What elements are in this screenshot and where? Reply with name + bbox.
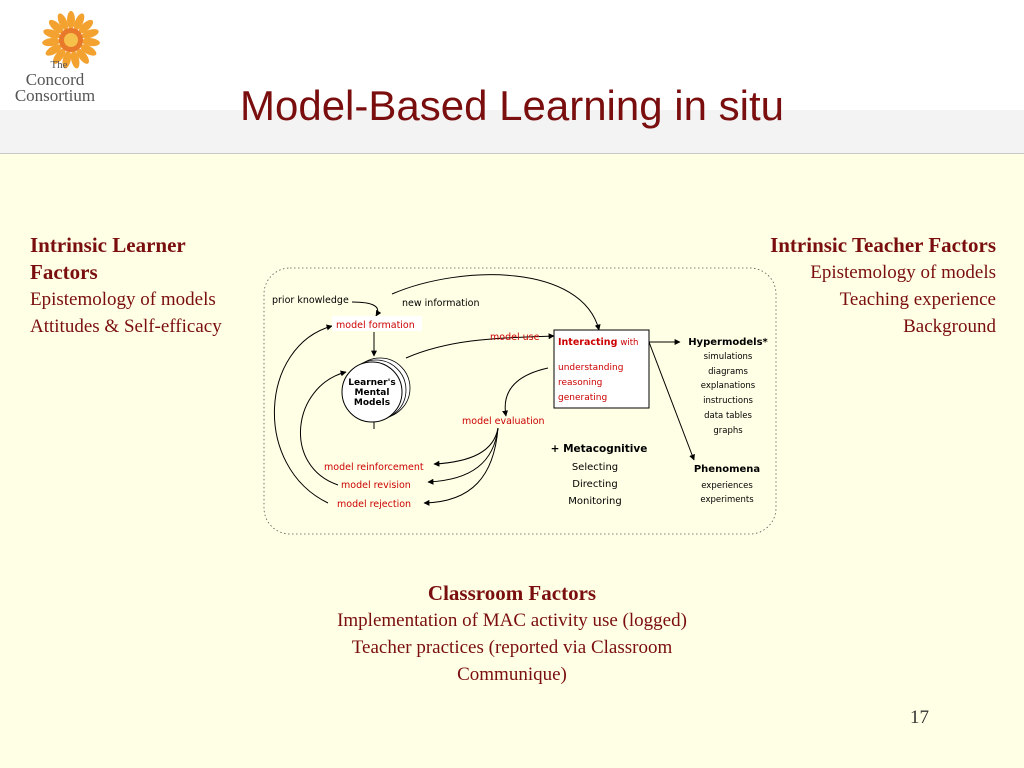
concord-consortium-logo-icon <box>42 11 100 69</box>
slide-title-text: Model-Based Learning in situ <box>240 82 784 129</box>
interacting-box <box>553 329 650 409</box>
slide-title: Model-Based Learning in situ <box>0 82 1024 130</box>
diagram-arrows <box>273 274 695 506</box>
phenomena-item: experiences <box>701 481 753 491</box>
model-formation-box <box>332 316 422 331</box>
model-formation-label: model formation <box>336 320 415 331</box>
model-revision-label: model revision <box>341 480 411 491</box>
model-use-label: model use <box>490 332 540 343</box>
hypermodels-item: simulations <box>704 352 753 362</box>
metacognitive-item: Selecting <box>572 462 618 473</box>
hypermodels-item: diagrams <box>708 367 748 377</box>
model-evaluation-label: model evaluation <box>462 416 545 427</box>
interacting-label: Interacting <box>558 337 617 348</box>
teacher-factor-item: Epistemology of models <box>810 262 996 283</box>
header-divider <box>0 153 1024 154</box>
hypermodels-item: data tables <box>704 411 752 421</box>
hypermodels-item: instructions <box>703 396 753 406</box>
teacher-factors-heading: Intrinsic Teacher Factors <box>770 233 996 257</box>
interacting-item: understanding <box>558 363 623 373</box>
classroom-factors-block: Classroom Factors Implementation of MAC … <box>290 580 734 688</box>
teacher-factor-item: Background <box>903 316 996 337</box>
teacher-factors-block: Intrinsic Teacher Factors Epistemology o… <box>696 232 996 340</box>
interacting-item: generating <box>558 393 607 403</box>
learner-factor-item: Attitudes & Self-efficacy <box>30 316 222 337</box>
new-information-label: new information <box>402 298 479 309</box>
learner-factors-block: Intrinsic Learner Factors Epistemology o… <box>30 232 270 340</box>
learners-mental-models-node <box>341 357 411 423</box>
logo-text-concord: Concord <box>25 70 85 89</box>
hypermodels-label: Hypermodels* <box>688 337 768 348</box>
interacting-with-label: with <box>620 338 638 348</box>
model-rejection-label: model rejection <box>337 499 411 510</box>
logo-text-consortium: Consortium <box>14 86 96 105</box>
classroom-factor-item: Communique) <box>457 664 567 685</box>
mental-models-text: Models <box>354 398 390 408</box>
hypermodels-item: graphs <box>713 426 743 436</box>
content-area <box>0 154 1024 768</box>
metacognitive-label: + Metacognitive <box>551 443 648 455</box>
classroom-factors-heading: Classroom Factors <box>427 581 597 605</box>
phenomena-label: Phenomena <box>694 464 760 475</box>
learner-factor-item: Epistemology of models <box>30 289 216 310</box>
hypermodels-item: explanations <box>701 381 756 391</box>
learner-factors-heading-line1: Intrinsic Learner <box>30 233 186 257</box>
page-number: 17 <box>910 707 929 728</box>
learner-factors-heading-line2: Factors <box>30 260 98 284</box>
model-reinforcement-label: model reinforcement <box>324 462 424 473</box>
mental-models-text: Mental <box>355 388 390 398</box>
interacting-heading: Interacting with <box>558 337 638 348</box>
interacting-item: reasoning <box>558 378 602 388</box>
teacher-factor-item: Teaching experience <box>839 289 996 310</box>
prior-knowledge-label: prior knowledge <box>272 295 349 306</box>
diagram-dotted-frame <box>263 267 777 535</box>
metacognitive-item: Monitoring <box>568 496 621 507</box>
header-band <box>0 110 1024 154</box>
mental-models-text: Learner's <box>348 378 395 388</box>
phenomena-item: experiments <box>700 495 754 505</box>
logo-text-the: The <box>50 59 68 71</box>
classroom-factor-item: Implementation of MAC activity use (logg… <box>337 610 687 631</box>
metacognitive-item: Directing <box>572 479 617 490</box>
model-based-learning-diagram: prior knowledge new information model fo… <box>263 267 777 535</box>
classroom-factor-item: Teacher practices (reported via Classroo… <box>351 637 673 658</box>
